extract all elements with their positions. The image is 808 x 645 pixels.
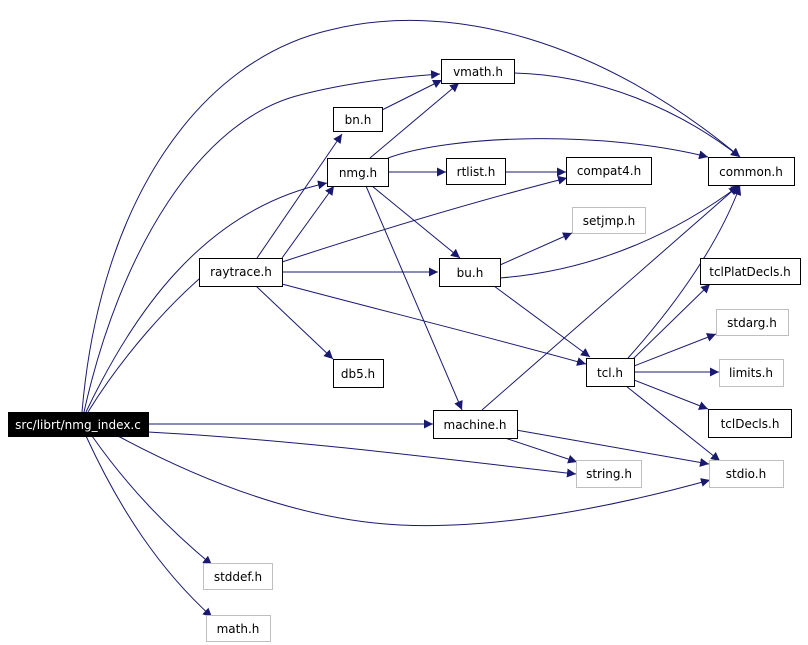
node-label: vmath.h [453,65,503,79]
edge-machine-common [481,185,739,411]
edge-nmg-common [387,138,709,160]
node-common-h[interactable]: common.h [708,157,795,186]
node-label: setjmp.h [583,214,635,228]
edge-nmg-bu [371,185,461,259]
node-label: tclPlatDecls.h [709,265,791,279]
node-label: tclDecls.h [721,417,780,431]
edge-machine-string [504,437,578,464]
edge-bu-setjmp [499,232,573,266]
edge-raytrace-compat4 [281,175,568,263]
edge-raytrace-bn [256,133,343,259]
node-label: tcl.h [597,366,623,380]
node-label: src/librt/nmg_index.c [15,418,141,432]
edge-tcl-stdarg [633,333,717,367]
node-rtlist-h[interactable]: rtlist.h [446,158,506,185]
node-label: common.h [719,165,783,179]
node-label: bn.h [345,113,372,127]
edge-raytrace-db5 [255,285,334,360]
edge-root-stddef [91,435,213,566]
node-label: bu.h [457,266,484,280]
edge-raytrace-nmg [281,185,335,259]
edge-root-stdio [117,435,711,527]
edge-raytrace-tcl [281,283,587,366]
node-label: raytrace.h [210,265,272,279]
edge-nmg-vmath [369,82,460,159]
node-stddef-h[interactable]: stddef.h [203,563,273,590]
node-db5-h[interactable]: db5.h [333,359,384,388]
edge-machine-stdio [515,429,710,467]
nodes: src/librt/nmg_index.c vmath.h bn.h nmg.h… [8,59,801,642]
node-label: nmg.h [339,166,377,180]
edges [81,19,742,618]
node-label: string.h [586,467,632,481]
node-stdarg-h[interactable]: stdarg.h [716,309,789,336]
node-label: rtlist.h [457,165,496,179]
node-label: db5.h [341,367,375,381]
node-setjmp-h[interactable]: setjmp.h [572,207,646,234]
node-string-h[interactable]: string.h [576,460,642,488]
edge-tcl-stdio [625,385,721,462]
edge-bu-tcl [493,285,591,358]
node-vmath-h[interactable]: vmath.h [441,59,515,84]
node-label: stdarg.h [727,316,777,330]
edge-root-nmg [85,180,328,413]
edge-root-string [147,431,577,478]
edge-vmath-common [513,72,741,158]
edge-nmg-machine [365,185,463,411]
edge-root-vmath [83,70,441,413]
edge-bu-common [499,184,741,279]
node-tcldecls-h[interactable]: tclDecls.h [708,409,792,438]
node-label: stddef.h [214,570,262,584]
node-nmg-h[interactable]: nmg.h [327,158,389,187]
edge-tcl-tclplat [631,283,711,361]
node-limits-h[interactable]: limits.h [719,359,784,387]
node-raytrace-h[interactable]: raytrace.h [199,258,283,287]
node-compat4-h[interactable]: compat4.h [566,157,652,185]
node-label: machine.h [444,418,507,432]
node-label: math.h [217,622,260,636]
edge-root-common [81,19,741,413]
node-tcl-h[interactable]: tcl.h [586,358,635,387]
edge-tcl-common [627,185,742,359]
node-label: stdio.h [726,467,766,481]
edge-tcl-tcldecls [633,379,709,410]
node-math-h[interactable]: math.h [206,615,271,642]
node-stdio-h[interactable]: stdio.h [709,460,784,488]
node-nmg-index-c[interactable]: src/librt/nmg_index.c [8,412,149,437]
node-machine-h[interactable]: machine.h [433,410,518,439]
edge-root-math [85,435,213,618]
node-label: limits.h [729,366,773,380]
node-tclplatdecls-h[interactable]: tclPlatDecls.h [700,258,801,285]
edge-bn-vmath [381,79,443,111]
node-bn-h[interactable]: bn.h [333,107,383,132]
node-label: compat4.h [577,164,641,178]
node-bu-h[interactable]: bu.h [439,258,501,287]
